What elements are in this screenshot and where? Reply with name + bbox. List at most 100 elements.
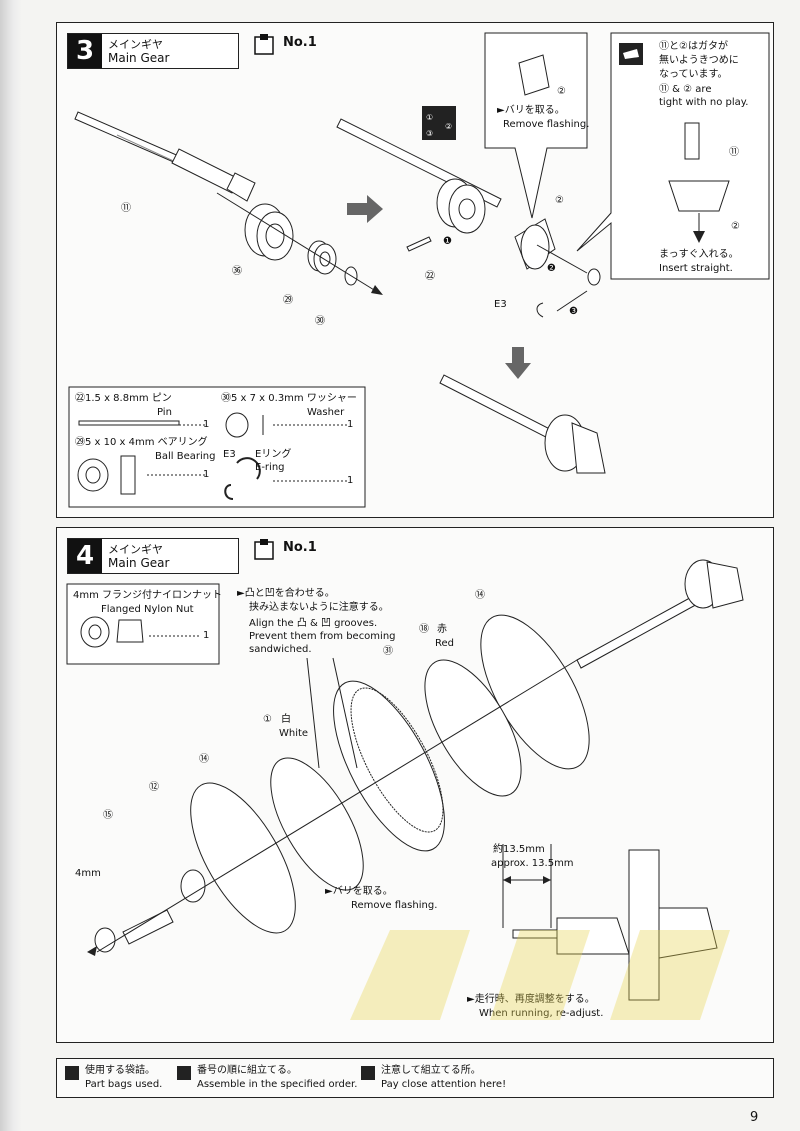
- red-label-jp: 赤: [437, 624, 447, 635]
- legend-order-en: Assemble in the specified order.: [197, 1079, 358, 1090]
- step-3-header: 3 メインギヤ Main Gear: [67, 33, 239, 69]
- spur-gear-81-drawing: [333, 680, 445, 852]
- part-22-label: ㉒: [425, 271, 435, 282]
- page-binding-shadow: [0, 0, 22, 1131]
- step-3-illustration: ① ② ③: [68, 32, 770, 508]
- step-4-title-en: Main Gear: [108, 556, 170, 570]
- legend-bags-en: Part bags used.: [85, 1079, 163, 1090]
- eclip-code: E3: [223, 449, 236, 460]
- eclip-name-jp: Eリング: [255, 449, 292, 460]
- pin-22-drawing: [406, 236, 432, 252]
- run-adjust-en: When running, re-adjust.: [479, 1008, 603, 1020]
- main-shaft-drawing: [74, 111, 256, 202]
- step-3-flash-jp: ►バリを取る。: [497, 105, 565, 116]
- align-note-en-1: Align the 凸 & 凹 grooves.: [249, 618, 378, 629]
- washer-name-en: Washer: [307, 407, 345, 418]
- tight-note-en-2: tight with no play.: [659, 97, 749, 108]
- legend-attn-en: Pay close attention here!: [381, 1079, 507, 1090]
- step-3-flash-en: Remove flashing.: [503, 119, 590, 130]
- step-4-flash-jp: ►バリを取る。: [325, 886, 393, 897]
- bearing-qty: 1: [203, 469, 210, 480]
- part-15-label: ⑮: [103, 810, 113, 821]
- nut-drawing: [94, 927, 116, 953]
- straight-note-jp: まっすぐ入れる。: [659, 249, 739, 260]
- part-14-bottom-label: ⑭: [199, 754, 209, 765]
- pin-qty: 1: [203, 419, 210, 430]
- bevel-gear-2-drawing: [514, 218, 556, 270]
- bearing-spec-jp: ㉙5 x 10 x 4mm ベアリング: [75, 437, 208, 448]
- step-4-number: 4: [68, 539, 102, 573]
- svg-text:②: ②: [445, 122, 452, 131]
- dimension-jp: 約13.5mm: [493, 844, 545, 855]
- bearing-29-drawing: [307, 240, 337, 275]
- part-11-note-label: ⑪: [729, 147, 739, 158]
- eclip-qty: 1: [347, 475, 354, 486]
- step-3-panel: 3 メインギヤ Main Gear No.1: [56, 22, 774, 518]
- order-icon: [177, 1066, 191, 1080]
- part-12-label: ⑫: [149, 782, 159, 793]
- pin-name-en: Pin: [157, 407, 172, 418]
- white-pad-drawing: [270, 757, 364, 891]
- nut-spec-jp: 4mm フランジ付ナイロンナット: [73, 590, 223, 601]
- spacer-36-drawing: [244, 203, 294, 261]
- nut-size-label: 4mm: [75, 868, 101, 879]
- flash-callout-box: [484, 32, 588, 219]
- disc-14-bottom-drawing: [190, 782, 296, 934]
- final-assembly-drawing: [439, 374, 606, 474]
- washer-qty: 1: [347, 419, 354, 430]
- step-4-header: 4 メインギヤ Main Gear: [67, 538, 239, 574]
- white-label-jp: 白: [281, 714, 291, 725]
- part-14-top-label: ⑭: [475, 590, 485, 601]
- part-81-label: ㉛: [383, 646, 393, 657]
- part-2-note-label: ②: [731, 221, 740, 232]
- align-note-jp-1: ►凸と凹を合わせる。: [237, 588, 335, 599]
- step-3-title-en: Main Gear: [108, 51, 170, 65]
- spring-15-drawing: [122, 909, 174, 945]
- next-arrow-icon: [347, 195, 383, 223]
- tight-fit-note-box: [576, 32, 770, 280]
- tight-note-jp-1: ⑪と②はガタが: [659, 41, 728, 52]
- eclip-e3-label: E3: [494, 299, 507, 310]
- step-4-flash-en: Remove flashing.: [351, 900, 438, 911]
- svg-text:③: ③: [426, 129, 433, 138]
- step-4-bag-label: No.1: [283, 540, 317, 555]
- run-adjust-jp: ►走行時、再度調整をする。: [467, 994, 595, 1006]
- white-label-en: White: [279, 728, 309, 739]
- bearing-name-en: Ball Bearing: [155, 451, 216, 462]
- page-number: 9: [750, 1110, 759, 1125]
- step-3-order-3: ❸: [569, 306, 578, 317]
- part-11-label: ⑪: [121, 203, 131, 214]
- align-note-jp-2: 挟み込まないように注意する。: [249, 602, 389, 613]
- legend-attn-jp: 注意して組立てる所。: [381, 1065, 481, 1076]
- bag-icon: [254, 34, 274, 55]
- step-3-order-2: ❷: [547, 263, 556, 274]
- gear-shaft-drawing: [576, 559, 744, 669]
- shaft-gear-assembly-drawing: [336, 118, 502, 234]
- legend-bags-jp: 使用する袋詰。: [85, 1065, 155, 1076]
- watermark-logo: [350, 930, 730, 1020]
- step-3-bag-label: No.1: [283, 35, 317, 50]
- gear-detail-drawing: [628, 849, 660, 1001]
- step-3-order-1: ❶: [443, 236, 452, 247]
- order-icon: [422, 106, 456, 140]
- step-4-panel: 4 メインギヤ Main Gear No.1: [56, 527, 774, 1043]
- nut-qty: 1: [203, 630, 210, 641]
- tight-note-en-1: ⑪ & ② are: [659, 84, 712, 95]
- step-4-title-jp: メインギヤ: [108, 543, 163, 556]
- svg-text:①: ①: [426, 113, 433, 122]
- legend-footer: 使用する袋詰。 Part bags used. 番号の順に組立てる。 Assem…: [56, 1058, 774, 1098]
- align-note-en-3: sandwiched.: [249, 644, 312, 655]
- align-note-en-2: Prevent them from becoming: [249, 631, 396, 642]
- pin-spec-jp: ㉒1.5 x 8.8mm ピン: [75, 393, 172, 404]
- bag-icon: [254, 539, 274, 560]
- tight-note-jp-3: なっています。: [659, 69, 728, 80]
- red-pad-drawing: [424, 659, 522, 797]
- washer-spec-jp: ㉚5 x 7 x 0.3mm ワッシャー: [221, 393, 357, 404]
- part-29-label: ㉙: [283, 295, 293, 306]
- part-188-label: ⑱: [419, 624, 429, 635]
- part-36-label: ㊱: [232, 266, 242, 277]
- part-1-label: ①: [263, 714, 272, 725]
- tight-note-jp-2: 無いようきつめに: [659, 55, 739, 66]
- straight-note-en: Insert straight.: [659, 263, 733, 274]
- dimension-en: approx. 13.5mm: [491, 858, 574, 869]
